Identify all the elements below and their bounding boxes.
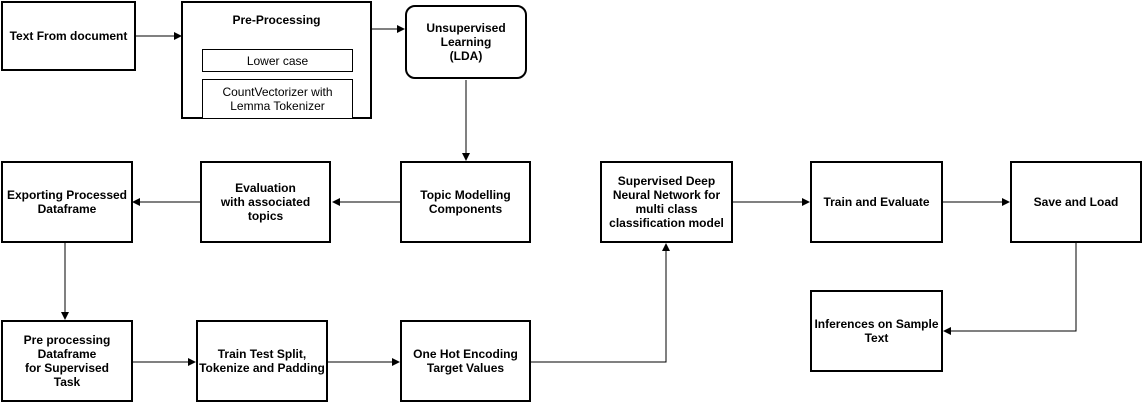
edge-save-load-to-inferences bbox=[943, 243, 1077, 335]
node-evaluation: Evaluation with associated topics bbox=[200, 161, 331, 243]
node-text-from-document: Text From document bbox=[1, 1, 136, 71]
node-unsupervised-learning-label: Unsupervised Learning (LDA) bbox=[426, 21, 506, 63]
edge-onehot-to-dnn bbox=[531, 243, 670, 363]
node-pre-processing: Pre-Processing Lower case CountVectorize… bbox=[181, 1, 372, 119]
node-topic-modelling-label: Topic Modelling Components bbox=[420, 188, 511, 216]
node-lower-case-label: Lower case bbox=[246, 53, 309, 68]
node-save-load-label: Save and Load bbox=[1033, 195, 1119, 209]
node-evaluation-label: Evaluation with associated topics bbox=[220, 181, 311, 223]
node-pre-processing-supervised-label: Pre processing Dataframe for Supervised … bbox=[23, 333, 111, 389]
node-one-hot-encoding: One Hot Encoding Target Values bbox=[400, 320, 531, 402]
node-count-vectorizer: CountVectorizer with Lemma Tokenizer bbox=[202, 79, 353, 119]
node-train-test-split: Train Test Split, Tokenize and Padding bbox=[196, 320, 328, 402]
node-supervised-dnn: Supervised Deep Neural Network for multi… bbox=[600, 161, 733, 243]
node-train-evaluate: Train and Evaluate bbox=[810, 161, 943, 243]
node-unsupervised-learning: Unsupervised Learning (LDA) bbox=[405, 5, 527, 79]
node-text-from-document-label: Text From document bbox=[9, 29, 128, 43]
node-pre-processing-supervised: Pre processing Dataframe for Supervised … bbox=[1, 320, 133, 402]
node-exporting: Exporting Processed Dataframe bbox=[1, 161, 133, 243]
node-train-test-split-label: Train Test Split, Tokenize and Padding bbox=[199, 347, 325, 375]
node-lower-case: Lower case bbox=[202, 49, 353, 72]
node-save-load: Save and Load bbox=[1010, 161, 1142, 243]
node-count-vectorizer-label: CountVectorizer with Lemma Tokenizer bbox=[222, 85, 333, 113]
node-inferences: Inferences on Sample Text bbox=[810, 290, 943, 372]
node-topic-modelling: Topic Modelling Components bbox=[400, 161, 531, 243]
node-train-evaluate-label: Train and Evaluate bbox=[823, 195, 930, 209]
node-exporting-label: Exporting Processed Dataframe bbox=[6, 188, 128, 216]
node-inferences-label: Inferences on Sample Text bbox=[814, 317, 939, 345]
node-pre-processing-title: Pre-Processing bbox=[232, 13, 321, 27]
node-one-hot-encoding-label: One Hot Encoding Target Values bbox=[413, 347, 518, 375]
node-supervised-dnn-label: Supervised Deep Neural Network for multi… bbox=[609, 174, 724, 230]
